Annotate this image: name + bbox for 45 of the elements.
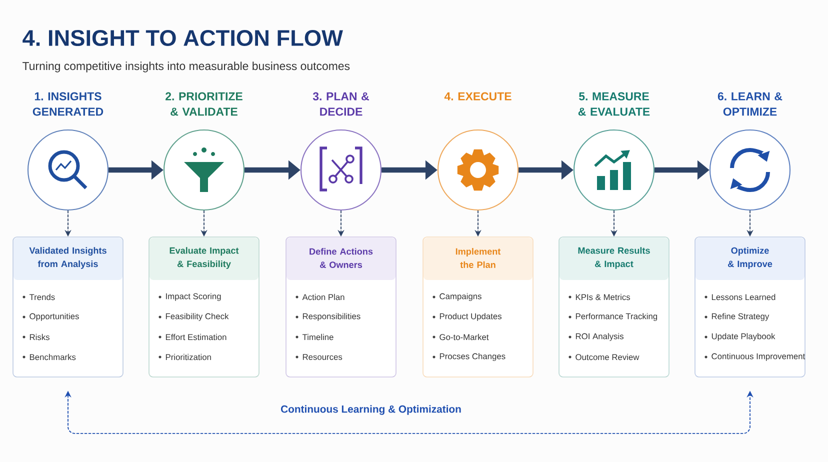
bullet-item: Resources — [296, 354, 342, 360]
step-heading: 3. PLAN & DECIDE — [312, 92, 369, 116]
card-heading: Define Actions & Owners — [310, 248, 373, 268]
bullet-item: Timeline — [296, 334, 334, 340]
bullet-item: Outcome Review — [568, 354, 640, 360]
title: 4. INSIGHT TO ACTION FLOW — [22, 30, 343, 46]
step-heading: 2. PRIORITIZE & VALIDATE — [166, 92, 242, 116]
card-heading: Evaluate Impact & Feasibility — [170, 247, 239, 269]
bullet-item: Impact Scoring — [158, 293, 221, 301]
info-card — [12, 236, 124, 378]
card-heading: Optimize & Improve — [728, 247, 772, 269]
info-card — [148, 236, 260, 378]
bullet-item: Benchmarks — [22, 354, 76, 360]
step-heading: 1. INSIGHTS GENERATED — [32, 92, 104, 116]
bullet-item: Effort Estimation — [158, 334, 226, 340]
step-heading: 6. LEARN & OPTIMIZE — [718, 92, 782, 116]
step-heading: 4. EXECUTE — [444, 92, 512, 100]
info-card — [694, 236, 806, 378]
bullet-item: Prioritization — [158, 354, 211, 360]
bullet-item: Update Playbook — [704, 333, 776, 341]
info-card — [558, 236, 670, 378]
card-heading: Measure Results & Impact — [578, 247, 650, 269]
bullet-item: Action Plan — [296, 294, 344, 300]
bullet-item: Procses Changes — [432, 353, 506, 361]
card-heading: Implement the Plan — [456, 248, 501, 268]
bullet-item: ROI Analysis — [568, 333, 624, 341]
bullet-item: Responsibilities — [296, 313, 360, 321]
bullet-item: Continuous Improvement — [704, 353, 806, 361]
bullet-item: Refine Strategy — [704, 313, 770, 321]
info-card — [422, 236, 534, 378]
bullet-item: Performance Tracking — [568, 313, 658, 321]
bullet-item: Trends — [22, 294, 55, 300]
bullet-item: Go-to-Market — [432, 334, 489, 340]
subtitle: Turning competitive insights into measurable business outcomes — [22, 62, 350, 72]
bullet-item: Feasibility Check — [158, 313, 229, 321]
step-heading: 5. MEASURE & EVALUATE — [578, 92, 650, 116]
bullet-item: Opportunities — [22, 313, 79, 321]
bullet-item: Product Updates — [432, 313, 502, 321]
info-card — [286, 236, 396, 378]
edge-label: Continuous Learning & Optimization — [279, 404, 463, 416]
bullet-item: Lessons Learned — [704, 294, 776, 300]
bullet-item: Campaigns — [432, 293, 482, 301]
bullet-item: Risks — [22, 334, 50, 340]
card-heading: Validated Insights from Analysis — [29, 247, 106, 269]
bullet-item: KPIs & Metrics — [568, 294, 630, 300]
